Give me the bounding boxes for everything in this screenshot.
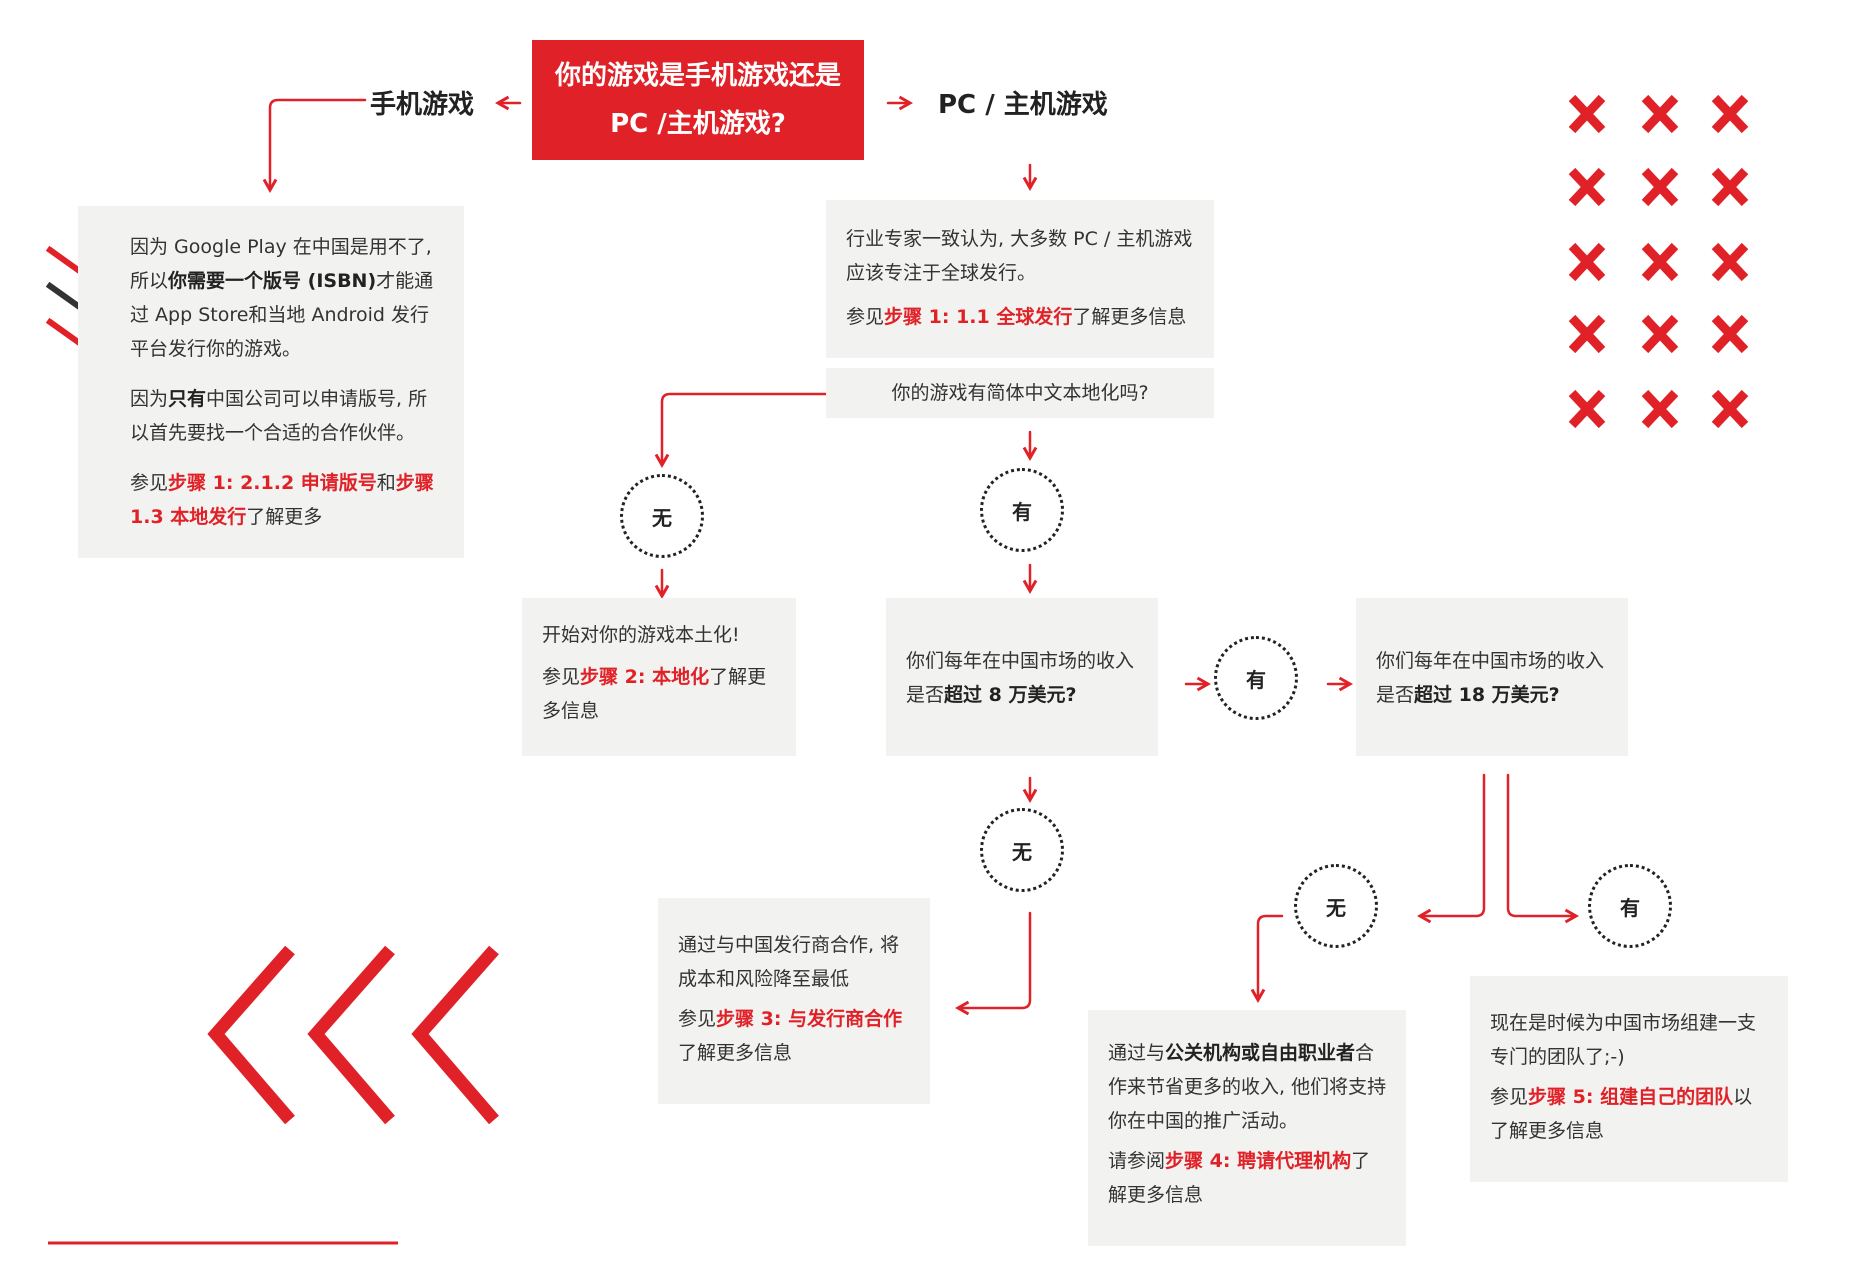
x-mark-icon (1568, 167, 1606, 207)
mobile-info-p3: 参见步骤 1: 2.1.2 申请版号和步骤 1.3 本地发行了解更多 (130, 472, 434, 528)
step-link[interactable]: 步骤 1: 2.1.2 申请版号 (168, 472, 377, 494)
step-link[interactable]: 步骤 4: 聘请代理机构 (1165, 1150, 1352, 1172)
team-info-p1: 现在是时候为中国市场组建一支专门的团队了;-) (1490, 1012, 1757, 1068)
no-revenue8-circle: 无 (980, 808, 1064, 892)
team-info-p2: 参见步骤 5: 组建自己的团队以了解更多信息 (1490, 1086, 1753, 1142)
connector-question-no (654, 392, 828, 469)
connector-no-publisher (954, 911, 1032, 1016)
pc-info-p1: 行业专家一致认为, 大多数 PC / 主机游戏应该专注于全球发行。 (846, 228, 1193, 284)
step-link[interactable]: 步骤 1: 1.1 全球发行 (884, 306, 1073, 328)
connector-revenue18-yes (1506, 773, 1580, 924)
step-link[interactable]: 步骤 1.3 本地发行 (130, 472, 434, 528)
mobile-info-box: 因为 Google Play 在中国是用不了, 所以你需要一个版号 (ISBN)… (78, 206, 464, 558)
yes-localization-circle: 有 (980, 468, 1064, 552)
agency-info-box: 通过与公关机构或自由职业者合作来节省更多的收入, 他们将支持你在中国的推广活动。… (1088, 1010, 1406, 1246)
x-mark-icon (1711, 314, 1749, 354)
start-question-line1: 你的游戏是手机游戏还是 (554, 61, 841, 91)
chevron-left-icon (411, 945, 499, 1125)
x-mark-icon (1568, 314, 1606, 354)
x-mark-icon (1711, 94, 1749, 134)
start-question-box: 你的游戏是手机游戏还是 PC /主机游戏? (532, 40, 864, 160)
localization-question-box: 你的游戏有简体中文本地化吗? (826, 368, 1214, 418)
connector-no-agency (1250, 914, 1284, 1004)
x-mark-icon (1568, 94, 1606, 134)
yes-revenue18-circle: 有 (1588, 864, 1672, 948)
team-info-box: 现在是时候为中国市场组建一支专门的团队了;-) 参见步骤 5: 组建自己的团队以… (1470, 976, 1788, 1182)
agency-info-p1: 通过与公关机构或自由职业者合作来节省更多的收入, 他们将支持你在中国的推广活动。 (1108, 1042, 1387, 1132)
localize-info-box: 开始对你的游戏本土化! 参见步骤 2: 本地化了解更多信息 (522, 598, 796, 756)
localize-info-p2: 参见步骤 2: 本地化了解更多信息 (542, 666, 767, 722)
pc-branch-label: PC / 主机游戏 (938, 90, 1108, 120)
x-mark-icon (1711, 167, 1749, 207)
x-mark-icon (1641, 167, 1679, 207)
revenue18-question-text: 你们每年在中国市场的收入是否超过 18 万美元? (1376, 650, 1605, 706)
publisher-info-box: 通过与中国发行商合作, 将成本和风险降至最低 参见步骤 3: 与发行商合作了解更… (658, 898, 930, 1104)
x-mark-icon (1641, 94, 1679, 134)
x-mark-icon (1568, 389, 1606, 429)
connector-revenue18-no (1416, 773, 1486, 924)
connector-mobile (262, 98, 367, 194)
agency-info-p2: 请参阅步骤 4: 聘请代理机构了解更多信息 (1108, 1150, 1371, 1206)
yes-revenue8-circle: 有 (1214, 636, 1298, 720)
no-localization-circle: 无 (620, 474, 704, 558)
step-link[interactable]: 步骤 3: 与发行商合作 (716, 1008, 903, 1030)
revenue8-question-text: 你们每年在中国市场的收入是否超过 8 万美元? (906, 650, 1135, 706)
chevron-left-icon (207, 945, 295, 1125)
x-mark-icon (1641, 242, 1679, 282)
x-mark-icon (1711, 389, 1749, 429)
mobile-branch-label: 手机游戏 (370, 90, 475, 120)
publisher-info-p1: 通过与中国发行商合作, 将成本和风险降至最低 (678, 934, 900, 990)
x-mark-icon (1641, 389, 1679, 429)
localization-question-text: 你的游戏有简体中文本地化吗? (891, 382, 1149, 404)
step-link[interactable]: 步骤 2: 本地化 (580, 666, 710, 688)
x-mark-icon (1711, 242, 1749, 282)
no-revenue18-circle: 无 (1294, 864, 1378, 948)
x-mark-icon (1568, 242, 1606, 282)
revenue8-question-box: 你们每年在中国市场的收入是否超过 8 万美元? (886, 598, 1158, 756)
chevron-left-icon (307, 945, 395, 1125)
localize-info-p1: 开始对你的游戏本土化! (542, 624, 740, 646)
mobile-info-p2: 因为只有中国公司可以申请版号, 所以首先要找一个合适的合作伙伴。 (130, 388, 428, 444)
mobile-info-p1: 因为 Google Play 在中国是用不了, 所以你需要一个版号 (ISBN)… (130, 236, 434, 360)
publisher-info-p2: 参见步骤 3: 与发行商合作了解更多信息 (678, 1008, 903, 1064)
step-link[interactable]: 步骤 5: 组建自己的团队 (1528, 1086, 1734, 1108)
pc-info-p2: 参见步骤 1: 1.1 全球发行了解更多信息 (846, 306, 1187, 328)
revenue18-question-box: 你们每年在中国市场的收入是否超过 18 万美元? (1356, 598, 1628, 756)
start-question-line2: PC /主机游戏? (610, 109, 786, 139)
x-mark-icon (1641, 314, 1679, 354)
pc-info-box: 行业专家一致认为, 大多数 PC / 主机游戏应该专注于全球发行。 参见步骤 1… (826, 200, 1214, 358)
